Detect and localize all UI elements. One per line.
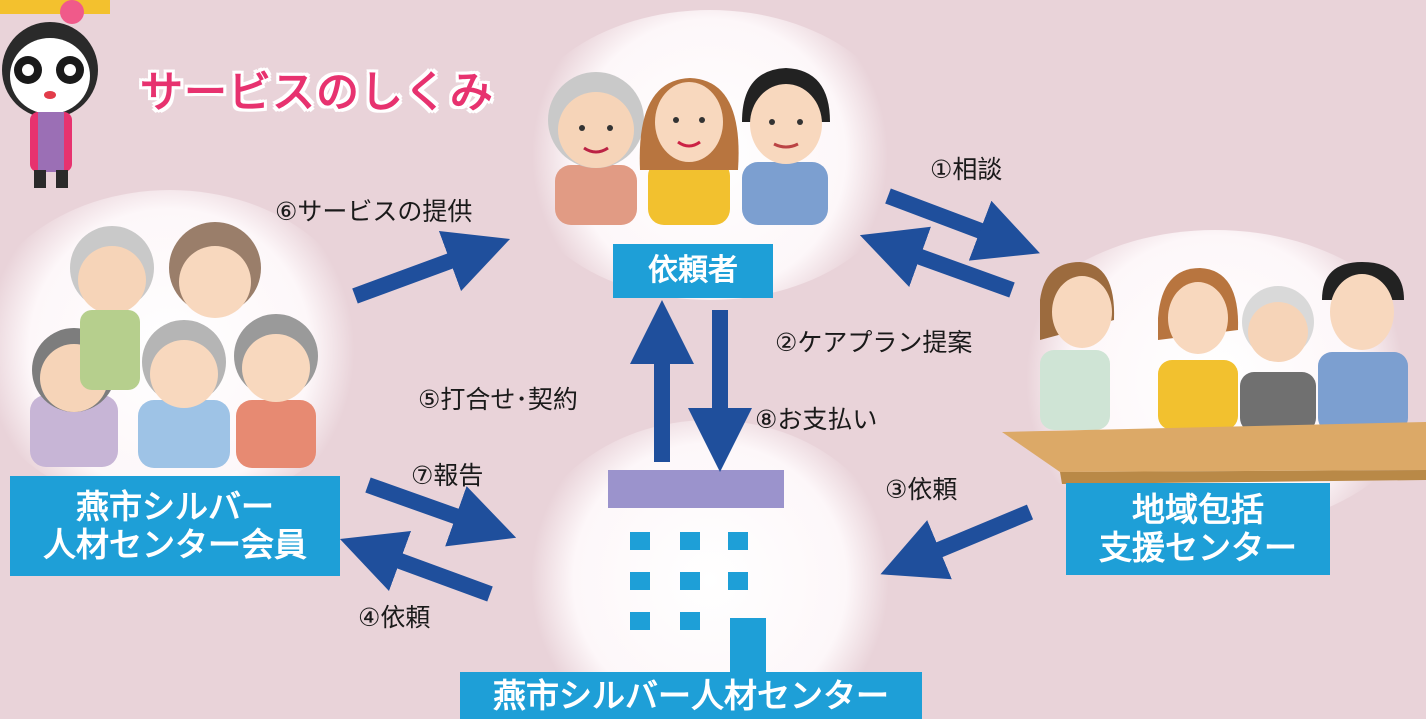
support-label: 地域包括 支援センター (1066, 483, 1330, 575)
step-careplan: ②ケアプラン提案 (775, 328, 973, 357)
client-label: 依頼者 (613, 244, 773, 298)
page-title: サービスのしくみ (140, 68, 494, 118)
step-consult: ①相談 (930, 155, 1003, 184)
support-people-illustration (1002, 262, 1426, 484)
step-payment: ⑧お支払い (755, 405, 878, 434)
support-label-line1: 地域包括 (1132, 490, 1264, 530)
client-people-illustration (548, 68, 830, 225)
arrow-request-members (339, 530, 493, 602)
members-label-line1: 燕市シルバー (76, 487, 274, 527)
mascot-illustration (0, 0, 110, 188)
members-label: 燕市シルバー 人材センター会員 (10, 476, 340, 576)
arrow-consult (885, 188, 1040, 261)
support-label-line2: 支援センター (1099, 528, 1297, 567)
center-label-text: 燕市シルバー人材センター (493, 675, 889, 715)
step-meeting: ⑤打合せ･契約 (418, 385, 578, 414)
flow-arrows (339, 188, 1040, 602)
members-label-line2: 人材センター会員 (43, 525, 307, 564)
step-report: ⑦報告 (411, 461, 484, 490)
members-people-illustration (30, 222, 318, 468)
step-request-center: ③依頼 (885, 475, 958, 504)
arrow-service (352, 231, 511, 304)
center-label: 燕市シルバー人材センター (460, 672, 922, 719)
building-illustration (608, 470, 784, 678)
arrow-request-center (880, 504, 1034, 580)
client-label-text: 依頼者 (648, 252, 738, 288)
step-service: ⑥サービスの提供 (275, 197, 473, 226)
arrow-report (365, 477, 517, 547)
arrow-careplan (859, 226, 1015, 298)
step-request-members: ④依頼 (358, 603, 431, 632)
